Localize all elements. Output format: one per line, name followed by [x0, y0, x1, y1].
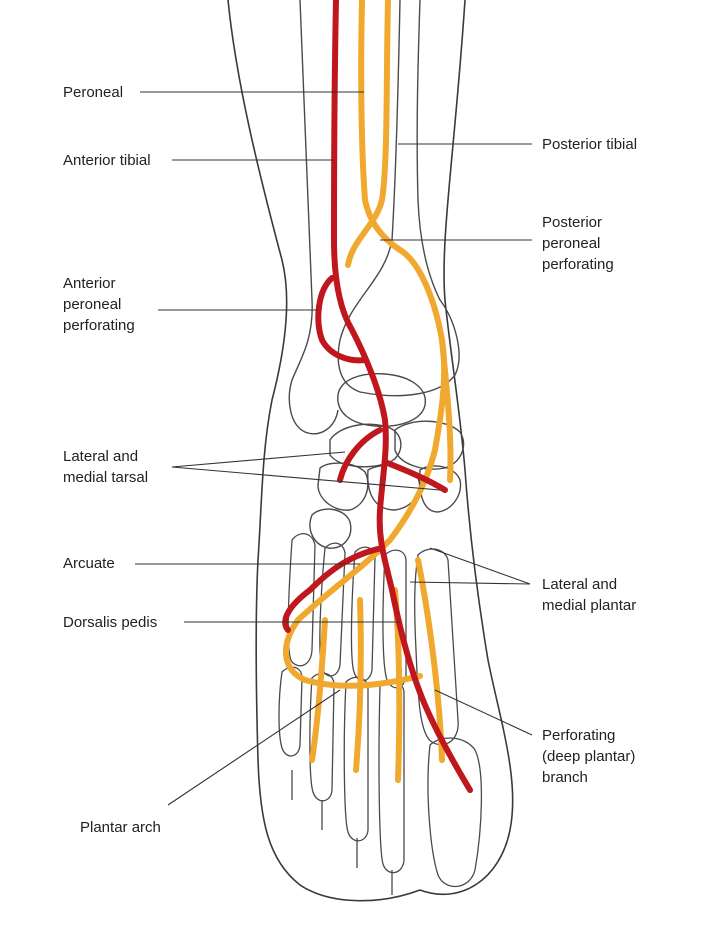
anterior-tibial-artery: [282, 0, 473, 793]
leader-lines: [135, 91, 533, 806]
leg-bones: [288, 0, 460, 435]
label-lateral-medial-plantar: Lateral and medial plantar: [542, 576, 637, 614]
label-posterior-peroneal-perforating: Posterior peroneal perforating: [542, 214, 614, 273]
label-perforating-deep-plantar: Perforating (deep plantar) branch: [542, 727, 636, 786]
label-posterior-tibial: Posterior tibial: [542, 136, 638, 153]
label-plantar-arch: Plantar arch: [80, 819, 161, 836]
leg-outline: [227, 0, 514, 902]
label-anterior-peroneal-perforating: Anterior peroneal perforating: [63, 275, 135, 334]
label-lateral-medial-tarsal: Lateral and medial tarsal: [63, 448, 149, 486]
label-arcuate: Arcuate: [63, 555, 115, 572]
posterior-vessels: [282, 0, 454, 783]
label-peroneal: Peroneal: [63, 84, 124, 101]
label-dorsalis-pedis: Dorsalis pedis: [63, 614, 158, 631]
label-anterior-tibial: Anterior tibial: [63, 152, 151, 169]
